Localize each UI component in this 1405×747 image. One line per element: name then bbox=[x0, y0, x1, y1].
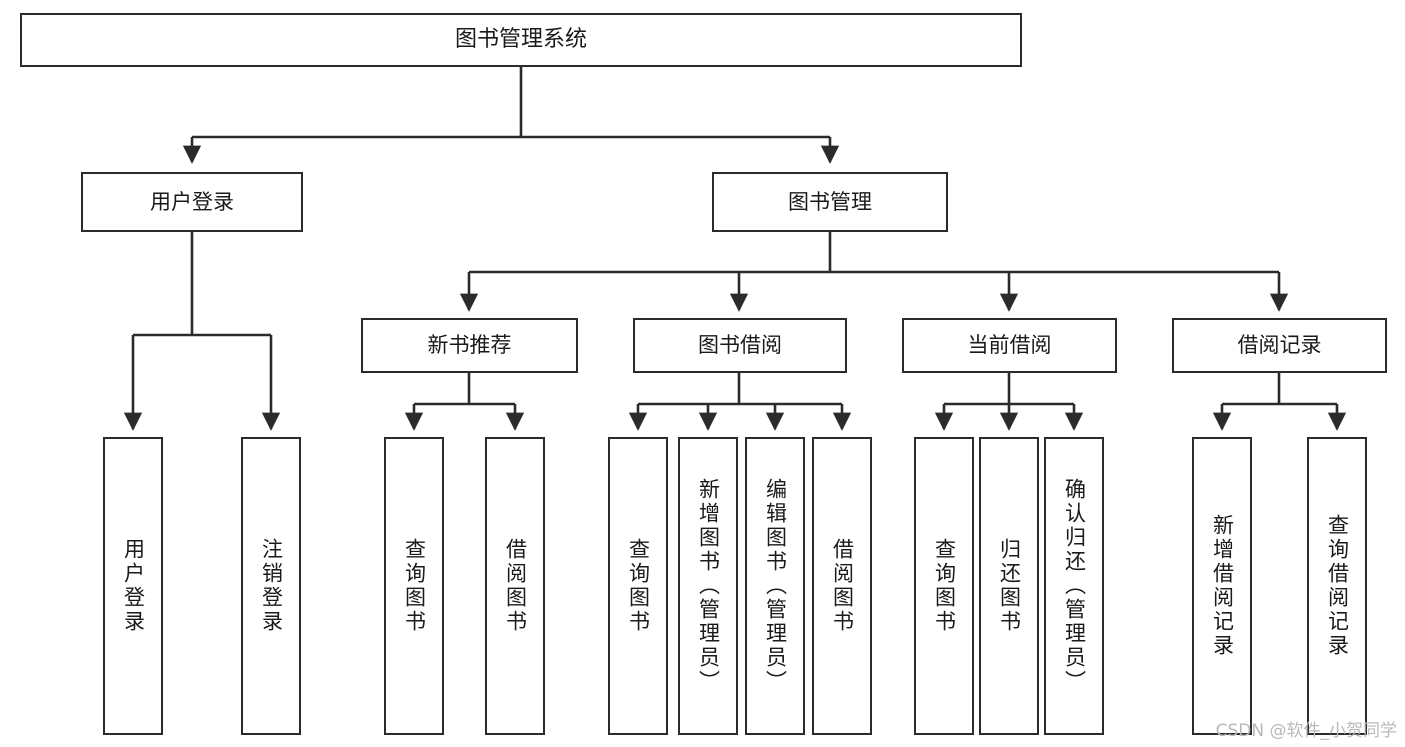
node-book-borrow[interactable]: 图书借阅 bbox=[633, 318, 847, 373]
node-root-label: 图书管理系统 bbox=[454, 27, 587, 53]
node-leaf-query-book-1-label: 查询图书 bbox=[402, 538, 427, 634]
node-leaf-borrow-book-1[interactable]: 借阅图书 bbox=[485, 437, 545, 735]
node-leaf-logout-login[interactable]: 注销登录 bbox=[241, 437, 301, 735]
node-new-book-recommend-label: 新书推荐 bbox=[427, 333, 512, 358]
node-book-borrow-label: 图书借阅 bbox=[698, 333, 782, 358]
node-leaf-user-login-label: 用户登录 bbox=[121, 538, 146, 634]
node-leaf-borrow-book-1-label: 借阅图书 bbox=[503, 538, 528, 634]
node-user-login[interactable]: 用户登录 bbox=[81, 172, 303, 232]
node-leaf-edit-book-label: 编辑图书（管理员） bbox=[763, 478, 788, 694]
node-leaf-add-book[interactable]: 新增图书（管理员） bbox=[678, 437, 738, 735]
node-leaf-query-record-label: 查询借阅记录 bbox=[1325, 514, 1350, 658]
node-book-manage-label: 图书管理 bbox=[788, 189, 872, 214]
node-new-book-recommend[interactable]: 新书推荐 bbox=[361, 318, 578, 373]
node-leaf-add-record-label: 新增借阅记录 bbox=[1210, 514, 1235, 658]
node-leaf-edit-book[interactable]: 编辑图书（管理员） bbox=[745, 437, 805, 735]
node-current-borrow[interactable]: 当前借阅 bbox=[902, 318, 1117, 373]
node-root[interactable]: 图书管理系统 bbox=[20, 13, 1022, 67]
node-current-borrow-label: 当前借阅 bbox=[967, 333, 1052, 358]
node-leaf-return-book-label: 归还图书 bbox=[997, 538, 1022, 634]
node-user-login-label: 用户登录 bbox=[150, 189, 234, 214]
node-borrow-record-label: 借阅记录 bbox=[1237, 333, 1322, 358]
node-borrow-record[interactable]: 借阅记录 bbox=[1172, 318, 1387, 373]
node-leaf-confirm-return[interactable]: 确认归还（管理员） bbox=[1044, 437, 1104, 735]
node-leaf-query-book-2[interactable]: 查询图书 bbox=[608, 437, 668, 735]
node-leaf-query-record[interactable]: 查询借阅记录 bbox=[1307, 437, 1367, 735]
node-leaf-logout-login-label: 注销登录 bbox=[259, 538, 284, 634]
node-leaf-confirm-return-label: 确认归还（管理员） bbox=[1062, 478, 1087, 694]
node-leaf-query-book-2-label: 查询图书 bbox=[626, 538, 651, 634]
node-book-manage[interactable]: 图书管理 bbox=[712, 172, 948, 232]
node-leaf-return-book[interactable]: 归还图书 bbox=[979, 437, 1039, 735]
node-leaf-user-login[interactable]: 用户登录 bbox=[103, 437, 163, 735]
node-leaf-query-book-1[interactable]: 查询图书 bbox=[384, 437, 444, 735]
node-leaf-add-book-label: 新增图书（管理员） bbox=[696, 478, 721, 694]
node-leaf-query-book-3-label: 查询图书 bbox=[932, 538, 957, 634]
node-leaf-add-record[interactable]: 新增借阅记录 bbox=[1192, 437, 1252, 735]
node-leaf-borrow-book-2-label: 借阅图书 bbox=[830, 538, 855, 634]
node-leaf-query-book-3[interactable]: 查询图书 bbox=[914, 437, 974, 735]
node-leaf-borrow-book-2[interactable]: 借阅图书 bbox=[812, 437, 872, 735]
